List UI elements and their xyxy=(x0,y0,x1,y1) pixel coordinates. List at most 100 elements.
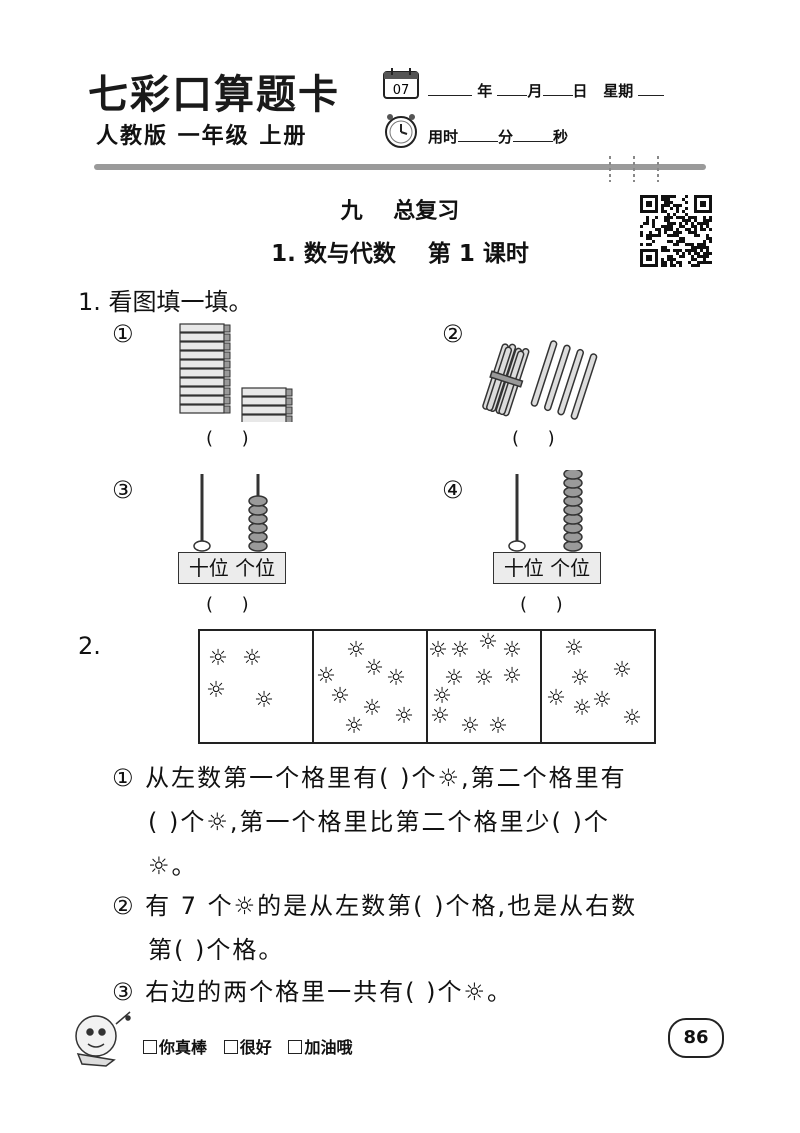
qr-module xyxy=(670,264,673,267)
question-1-prompt: 1. 看图填一填。 xyxy=(78,288,253,316)
abacus-bead xyxy=(248,495,268,507)
qr-module xyxy=(682,210,685,213)
rating-great-checkbox[interactable] xyxy=(143,1040,157,1054)
mascot-illustration xyxy=(75,1011,131,1067)
day-blank[interactable] xyxy=(542,81,573,96)
qr-module xyxy=(670,261,673,264)
minute-blank[interactable] xyxy=(458,127,499,142)
question-2-number: 2. xyxy=(78,632,101,660)
divider-pegs xyxy=(609,156,659,182)
qr-module xyxy=(688,249,691,252)
qr-module xyxy=(664,216,667,219)
sun-icon: ☼ xyxy=(364,656,384,681)
qr-module xyxy=(694,228,697,231)
qr-module xyxy=(670,195,673,198)
book-spine xyxy=(285,388,293,397)
lesson-title: 1. 数与代数 第 1 课时 xyxy=(271,241,529,267)
abacus-rod-base xyxy=(508,540,526,552)
qr-code[interactable] xyxy=(638,193,714,269)
qr-module xyxy=(646,219,649,222)
qr-module xyxy=(664,195,667,198)
book-spine xyxy=(285,415,293,422)
qr-module xyxy=(709,240,712,243)
qr-module xyxy=(709,252,712,255)
qr-module xyxy=(706,249,709,252)
qr-module xyxy=(688,228,691,231)
qr-module xyxy=(670,201,673,204)
book xyxy=(179,323,225,333)
qr-module xyxy=(667,201,670,204)
qr-module xyxy=(703,243,706,246)
item-4-answer[interactable]: ( ) xyxy=(520,594,563,615)
item-2-answer[interactable]: ( ) xyxy=(512,428,555,449)
sun-icon: ☼ xyxy=(546,686,566,711)
sun-icon: ☼ xyxy=(346,638,366,663)
header-divider xyxy=(94,164,706,170)
qr-module xyxy=(697,252,700,255)
sun-icon: ☼ xyxy=(206,678,226,703)
sub-question-1-line-1: ① 从左数第一个格里有( )个☼,第二个格里有 xyxy=(112,764,627,792)
qr-module xyxy=(700,255,703,258)
qr-module xyxy=(685,201,688,204)
item-1-answer[interactable]: ( ) xyxy=(206,428,249,449)
qr-module xyxy=(673,195,676,198)
qr-module xyxy=(691,225,694,228)
book xyxy=(241,387,287,397)
month-blank[interactable] xyxy=(497,81,528,96)
qr-module xyxy=(664,198,667,201)
qr-module xyxy=(661,210,664,213)
qr-module xyxy=(667,240,670,243)
weekday-blank[interactable] xyxy=(638,81,665,96)
qr-module xyxy=(667,258,670,261)
sun-grid: ☼☼☼☼☼☼☼☼☼☼☼☼☼☼☼☼☼☼☼☼☼☼☼☼☼☼☼☼☼☼ xyxy=(198,629,656,744)
qr-module xyxy=(673,234,676,237)
item-3-marker: ③ xyxy=(112,476,134,504)
qr-module xyxy=(694,225,697,228)
qr-module xyxy=(652,222,655,225)
qr-module xyxy=(664,204,667,207)
qr-module xyxy=(652,225,655,228)
qr-module xyxy=(703,228,706,231)
qr-module xyxy=(700,246,703,249)
qr-module xyxy=(676,228,679,231)
qr-module xyxy=(670,258,673,261)
qr-module xyxy=(667,222,670,225)
qr-module xyxy=(655,216,658,219)
qr-module xyxy=(664,201,667,204)
qr-module xyxy=(709,228,712,231)
qr-module xyxy=(679,222,682,225)
book xyxy=(179,332,225,342)
qr-module xyxy=(646,243,649,246)
qr-module xyxy=(652,234,655,237)
qr-module xyxy=(682,255,685,258)
qr-module xyxy=(673,222,676,225)
rating-try-checkbox[interactable] xyxy=(288,1040,303,1054)
qr-module xyxy=(679,216,682,219)
rating-good-checkbox[interactable] xyxy=(223,1040,238,1054)
qr-module xyxy=(646,237,649,240)
sun-icon: ☼ xyxy=(316,664,336,689)
sun-icon: ☼ xyxy=(430,704,450,729)
sun-icon: ☼ xyxy=(208,646,228,671)
qr-module xyxy=(682,225,685,228)
qr-module xyxy=(655,234,658,237)
qr-module xyxy=(709,216,712,219)
year-blank[interactable] xyxy=(428,81,472,96)
qr-finder-core xyxy=(646,255,652,261)
qr-module xyxy=(700,261,703,264)
qr-module xyxy=(658,231,661,234)
item-1-marker: ① xyxy=(112,320,134,348)
qr-module xyxy=(661,261,664,264)
qr-module xyxy=(646,222,649,225)
abacus-3-place-label: 十位 个位 xyxy=(178,552,286,584)
qr-module xyxy=(688,243,691,246)
book xyxy=(179,359,225,369)
qr-module xyxy=(664,210,667,213)
book xyxy=(179,404,225,414)
qr-module xyxy=(676,216,679,219)
second-blank[interactable] xyxy=(513,127,554,142)
qr-module xyxy=(640,225,643,228)
item-3-answer[interactable]: ( ) xyxy=(206,594,249,615)
sun-icon: ☼ xyxy=(622,706,642,731)
book-spine xyxy=(223,324,231,333)
